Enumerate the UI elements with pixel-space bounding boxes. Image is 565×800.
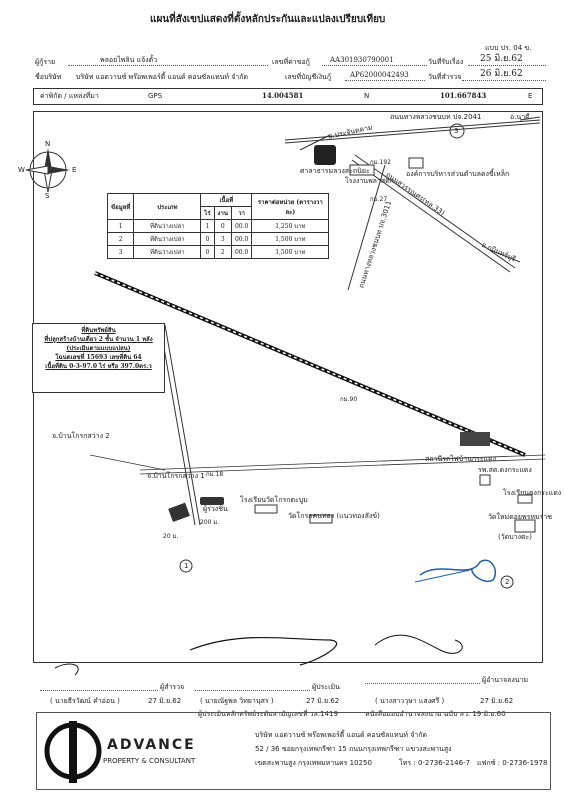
approver-label: ผู้อำนาจลงนาม bbox=[482, 676, 529, 684]
longitude-dir: E bbox=[528, 92, 533, 100]
company-address-2: เขตสะพานสูง กรุงเทพมหานคร 10250 bbox=[255, 759, 372, 767]
col-header-rai: ไร่ bbox=[200, 206, 215, 220]
coord-label: ค่าพิกัด / แหล่งที่มา bbox=[40, 92, 99, 100]
circle-1-label: 1 bbox=[184, 562, 189, 570]
shop-label: ผู้ร่วงชิน bbox=[203, 505, 228, 513]
col-header-price: ราคาต่อหน่วย (ตารางวาละ) bbox=[251, 193, 330, 220]
approver-date: 27 มิ.ย.62 bbox=[480, 697, 514, 705]
property-info-box: ที่ดินทรัพย์สิน ที่ปลูกสร้างบ้านเดี่ยว 2… bbox=[32, 323, 165, 393]
surveyor-label: ผู้สำรวจ bbox=[160, 683, 185, 691]
request-date-value: 25 มิ.ย.62 bbox=[480, 54, 523, 64]
km-small-label: กม.18 bbox=[206, 471, 224, 478]
distance-2-label: 20 ม. bbox=[163, 533, 179, 540]
survey-date-value: 26 มิ.ย.62 bbox=[480, 69, 523, 79]
col-header-no: ข้อมูลที่ bbox=[106, 193, 135, 220]
col-header-type: ประเภท bbox=[133, 193, 202, 220]
evaluator-license: ผู้ประเมินหลักทรัพย์ระดับสามัญเลขที่ วส.… bbox=[198, 710, 338, 718]
col-header-ngan: งาน bbox=[213, 206, 232, 220]
compass-south: S bbox=[45, 192, 50, 200]
brand-subtitle: PROPERTY & CONSULTANT bbox=[103, 757, 196, 765]
compass-north: N bbox=[45, 140, 51, 148]
office-label: องค์การบริหารส่วนตำบลดงขี้เหล็ก bbox=[406, 170, 510, 178]
col-header-wa: วา bbox=[230, 206, 253, 220]
station-label: สถานีรถไฟบ้านกระแดง bbox=[425, 455, 497, 463]
property-line-5: เนื้อที่ดิน 0-3-97.0 ไร่ หรือ 397.0ตร.ว bbox=[45, 363, 152, 370]
footer: ADVANCE PROPERTY & CONSULTANT บริษัท แอด… bbox=[36, 712, 551, 790]
coord-source: GPS bbox=[148, 92, 163, 100]
longitude-value: 101.667843 bbox=[440, 91, 487, 100]
company-logo bbox=[44, 721, 102, 783]
evaluator-label: ผู้ประเมิน bbox=[312, 683, 340, 691]
table-row: 2 ที่ดินว่างเปล่า 0 3 00.0 1,500 บาท bbox=[106, 232, 330, 246]
borrower-value: พลอยไพลิน แจ้งตั้ว bbox=[100, 56, 158, 64]
comparison-table: ข้อมูลที่ ประเภท เนื้อที่ ราคาต่อหน่วย (… bbox=[106, 193, 330, 259]
hospital-label: รพ.สต.ดงกระแดง bbox=[478, 466, 532, 474]
company-fax: แฟกซ์ : 0-2736-1978 bbox=[477, 759, 548, 767]
company-name: บริษัท แอดวานซ์ พร๊อพเพอร์ตี้ แอนด์ คอนซ… bbox=[255, 731, 428, 739]
document-title: แผนที่สังเขปแสดงที่ตั้งหลักประกันและแปลง… bbox=[150, 14, 386, 25]
school-label: ศาลาธารมลวงสะถนิยะ bbox=[300, 167, 370, 175]
borrower-label: ผู้กู้ราย bbox=[35, 58, 56, 66]
circle-3-label: 3 bbox=[454, 127, 459, 135]
surveyor-name: ( นายธีรวัฒน์ คำอ่อน ) bbox=[50, 697, 120, 705]
company-tel: โทร : 0-2736-2146-7 bbox=[399, 759, 471, 767]
road-top-label: ถนนทางหลวงชนบท ปจ.2041 bbox=[390, 113, 482, 121]
company-address: 52 / 36 ซอยกรุงเทพกรีฑา 15 ถนนกรุงเทพกรี… bbox=[255, 745, 452, 753]
km-mid-label: กม.90 bbox=[340, 396, 358, 403]
latitude-value: 14.004581 bbox=[262, 91, 304, 100]
latitude-dir: N bbox=[364, 92, 370, 100]
school-left-label: โรงเรียนวัดโกรกตะบูม bbox=[240, 496, 308, 504]
property-title: ที่ดินทรัพย์สิน bbox=[81, 327, 116, 334]
km-top-label: กม.192 bbox=[370, 159, 391, 166]
temple-sub-label: (วัดบางตะ) bbox=[498, 533, 533, 541]
distance-1-label: 200 ม. bbox=[200, 519, 220, 526]
temple-label: วัดใหม่ดอยพรหมราช bbox=[488, 513, 553, 521]
ref-value: AA301930790001 bbox=[330, 56, 394, 64]
to-ban-label: จ.บ้านโกรกสว่าง 2 bbox=[52, 432, 110, 440]
account-value: AP62000042493 bbox=[350, 71, 409, 79]
to-nadi-label: อ.นาดี bbox=[510, 113, 530, 121]
evaluator-name: ( นายณัฐพล วิทยานุสร ) bbox=[200, 697, 274, 705]
brand-name: ADVANCE bbox=[107, 737, 196, 753]
request-date-label: วันที่รับเรื่อง bbox=[428, 58, 464, 66]
approver-name: ( นางสาววุษา แสงศรี ) bbox=[375, 697, 445, 705]
temple-left-label: วัดโกรกคนทอง (แนวทองสังข์) bbox=[288, 512, 380, 520]
compass-west: W bbox=[18, 166, 25, 174]
company-label: ชื่อบริษัท bbox=[35, 73, 62, 81]
property-line-2: ที่ปลูกสร้างบ้านเดี่ยว 2 ชั้น จำนวน 1 หล… bbox=[44, 336, 153, 343]
property-line-4: โฉนดเลขที่ 15693 เลขที่ดิน 64 bbox=[55, 354, 142, 361]
factory-label: โรงงานพลาสติก bbox=[345, 177, 394, 185]
property-line-3: (ประเมินตามแบบแปลน) bbox=[66, 345, 131, 352]
col-header-area: เนื้อที่ bbox=[200, 193, 253, 207]
ref-label: เลขที่ค่าขอกู้ bbox=[272, 58, 310, 66]
company-value: บริษัท แอดวานซ์ พร๊อพเพอร์ตี้ แอนด์ คอนซ… bbox=[76, 73, 249, 81]
circle-2-label: 2 bbox=[505, 578, 510, 586]
evaluator-date: 27 มิ.ย.62 bbox=[306, 697, 340, 705]
surveyor-date: 27 มิ.ย.62 bbox=[148, 697, 182, 705]
account-label: เลขที่บัญชีเงินกู้ bbox=[285, 73, 332, 81]
compass-east: E bbox=[72, 166, 77, 174]
km-2-label: กม.27 bbox=[370, 196, 388, 203]
survey-date-label: วันที่สำรวจ bbox=[428, 73, 462, 81]
table-row: 3 ที่ดินว่างเปล่า 0 2 00.0 1,500 บาท bbox=[106, 245, 330, 259]
school-right-label: โรงเรียนดงกระแดง bbox=[503, 489, 562, 497]
table-row: 1 ที่ดินว่างเปล่า 1 0 00.0 1,250 บาท bbox=[106, 219, 330, 233]
form-number: แบบ ปร. 04 ข. bbox=[485, 44, 532, 52]
approver-note: หนังสือมอบอำนาจลงนาม ฉบับ ลว. 19 มิ.ย.60 bbox=[365, 710, 506, 718]
to-ban-small-label: จ.บ้านโกรกสว่าง 1 bbox=[147, 472, 205, 480]
